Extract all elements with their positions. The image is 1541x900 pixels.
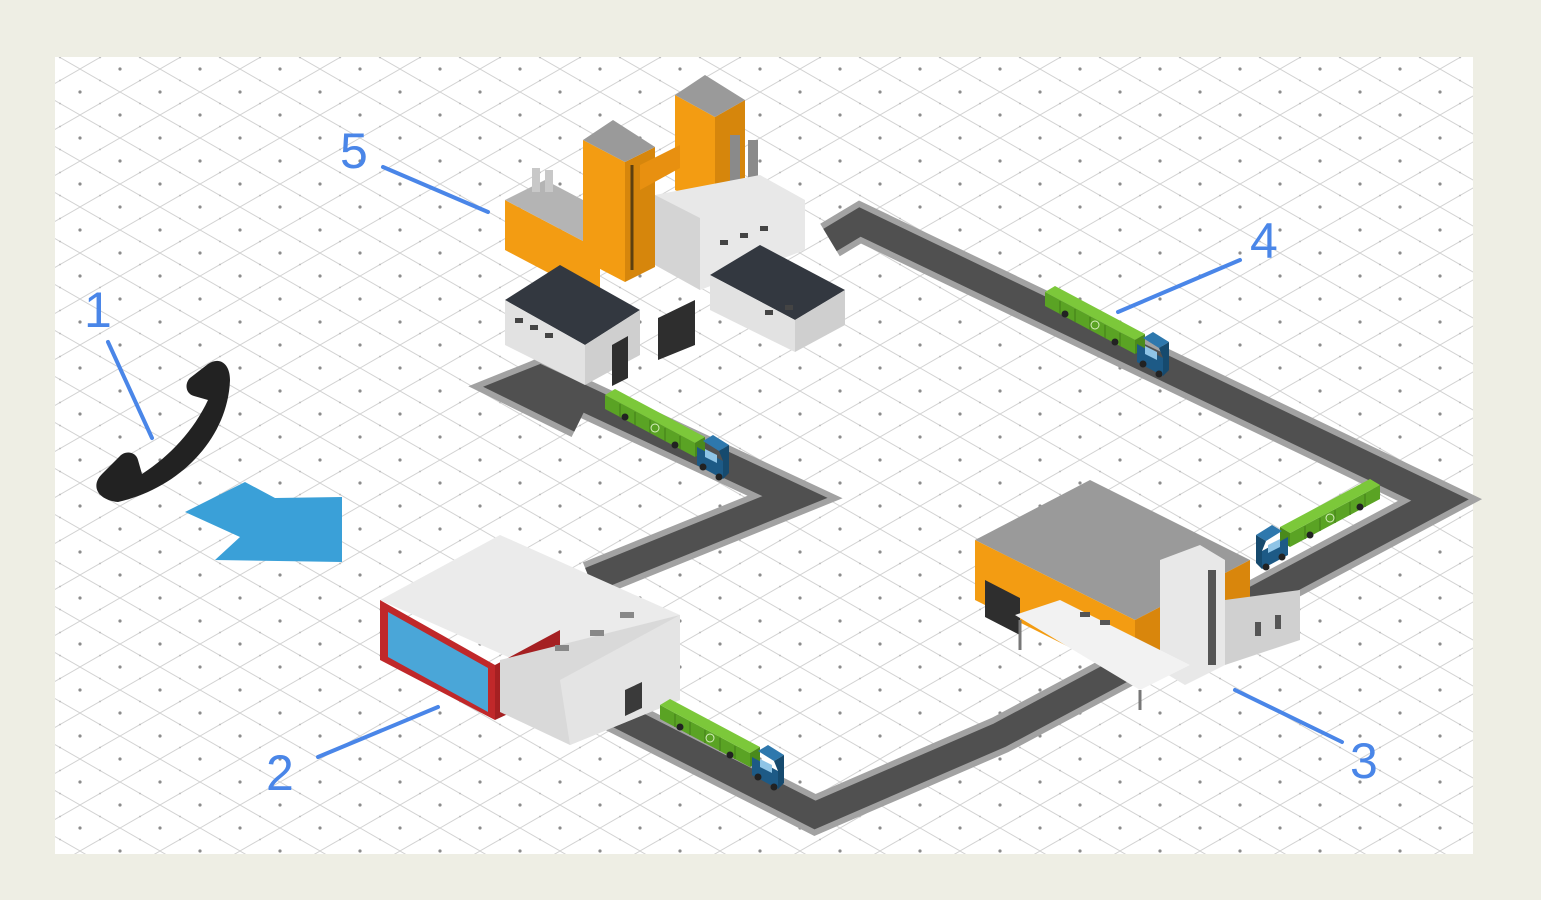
callout-line-3: [1233, 688, 1344, 744]
store-building: [380, 535, 680, 745]
warehouse-building: [975, 480, 1300, 710]
callout-line-5: [381, 165, 490, 214]
factory-building: [505, 75, 845, 386]
phone-icon: [96, 360, 230, 502]
callout-number-3: 3: [1350, 733, 1378, 789]
callout-number-2: 2: [266, 745, 294, 801]
callout-number-1: 1: [84, 282, 112, 338]
callout-line-2: [316, 705, 440, 759]
grid-canvas: [55, 57, 1473, 854]
callout-line-4: [1116, 258, 1242, 314]
callout-line-1: [106, 340, 154, 440]
callout-number-5: 5: [340, 123, 368, 179]
arrow-right-icon: [185, 482, 342, 562]
callout-number-4: 4: [1250, 213, 1278, 269]
